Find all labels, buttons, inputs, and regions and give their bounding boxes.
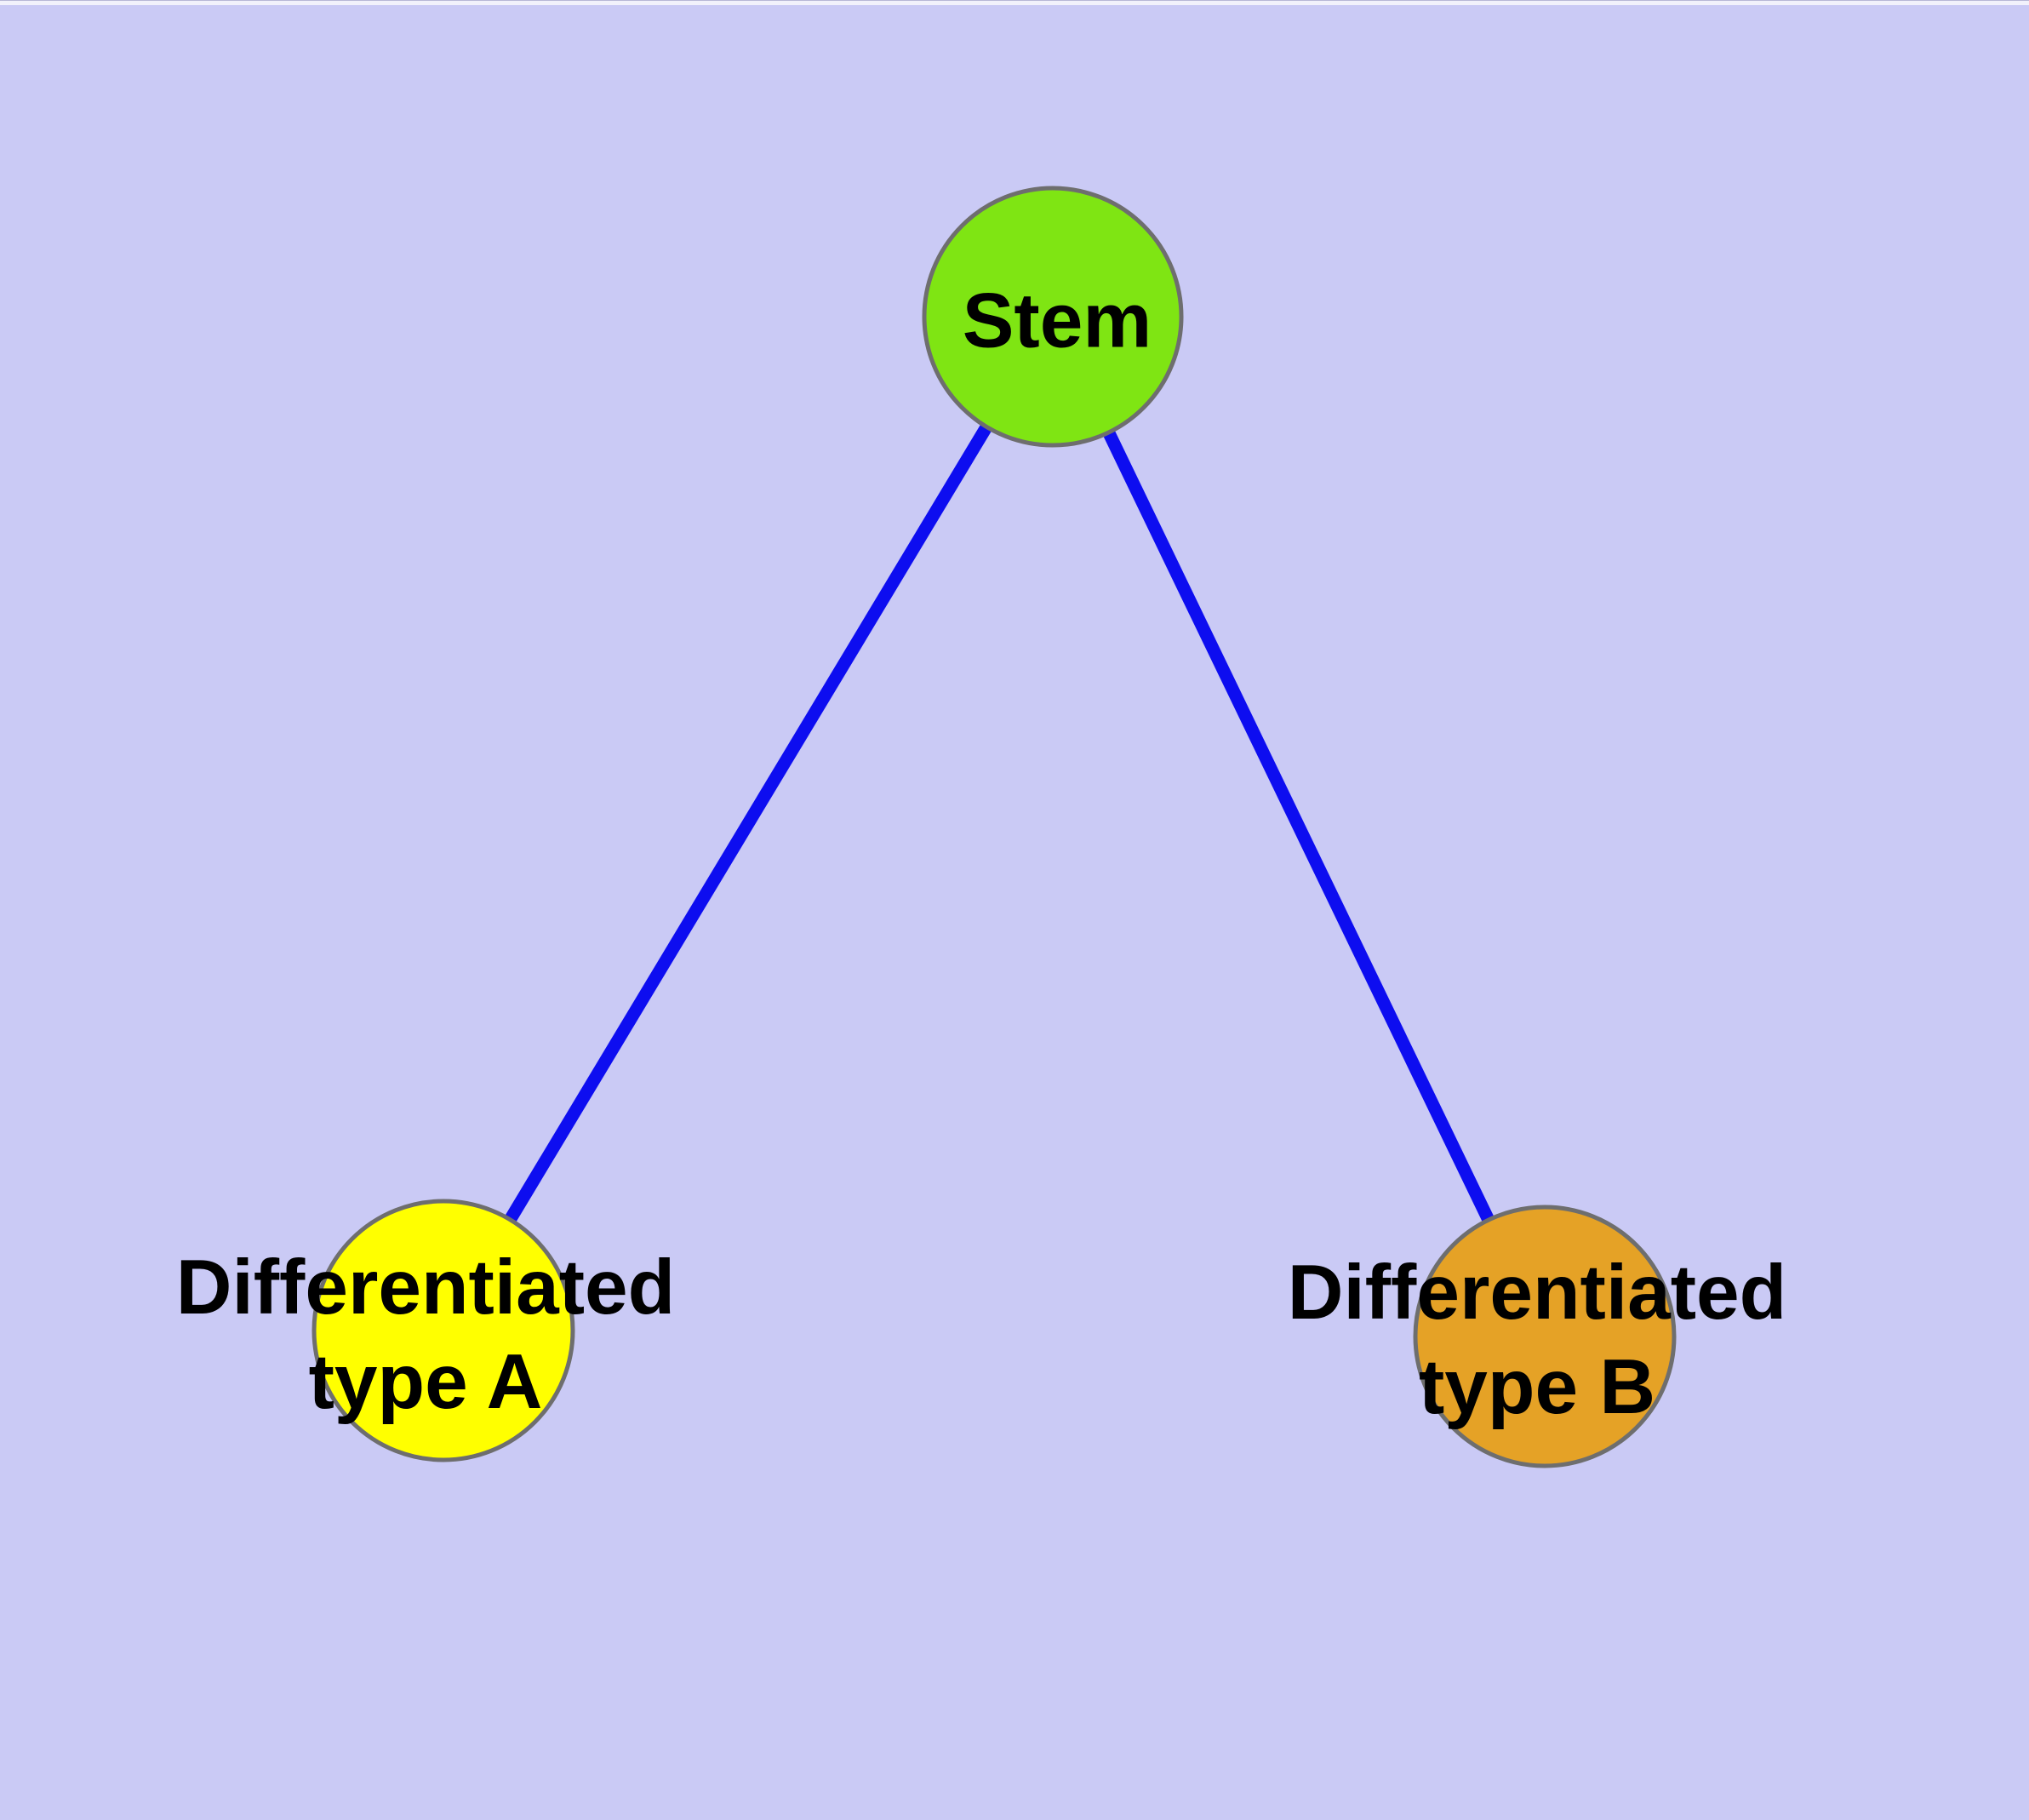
node-type-a-circle: [311, 1199, 575, 1462]
edge-stem-to-type-b: [1047, 313, 1551, 1340]
node-type-b-circle: [1413, 1205, 1677, 1468]
edge-stem-to-type-a: [437, 313, 1059, 1334]
node-stem-label: Stem: [962, 278, 1152, 364]
node-type-a-label: Differentiated type A: [175, 1245, 676, 1425]
window-top-edge: [0, 0, 2029, 5]
node-type-b-label: Differentiated type B: [1287, 1250, 1787, 1430]
node-stem-circle: [922, 186, 1184, 448]
